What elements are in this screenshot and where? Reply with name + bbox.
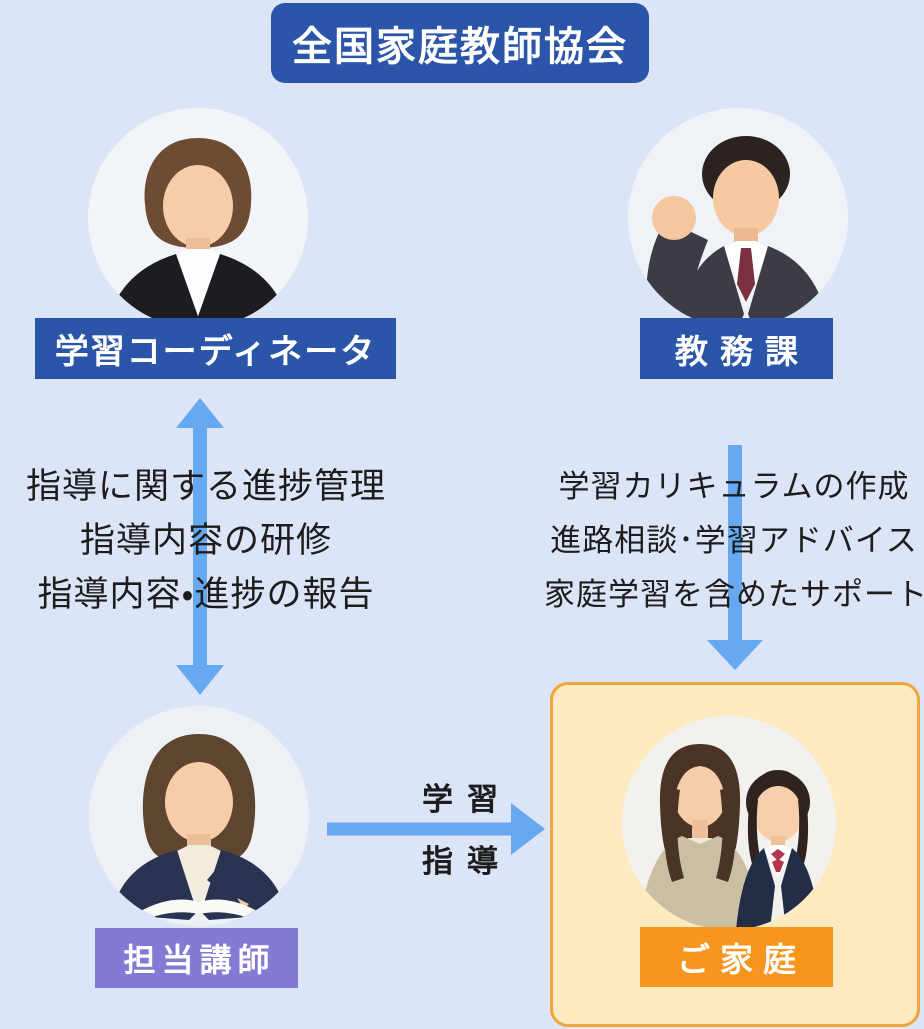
double-arrow-icon bbox=[176, 398, 224, 695]
note-line: 進路相談･学習アドバイス bbox=[550, 523, 918, 559]
note-line: 指導内容の研修 bbox=[79, 521, 332, 561]
businesswoman-illustration bbox=[88, 108, 308, 328]
family-photo bbox=[622, 716, 836, 930]
academic-affairs-label: 教務課 bbox=[640, 318, 833, 379]
businessman-illustration bbox=[628, 108, 848, 328]
coordinator-instructor-notes: 指導に関する進捗管理 指導内容の研修 指導内容・進捗の報告 bbox=[8, 460, 404, 622]
org-title-box: 全国家庭教師協会 bbox=[271, 3, 649, 83]
academic-affairs-photo bbox=[628, 108, 848, 328]
female-teacher-illustration bbox=[89, 706, 309, 926]
academic-family-notes: 学習カリキュラムの作成 進路相談･学習アドバイス 家庭学習を含めたサポート bbox=[544, 460, 924, 622]
teaching-label-top: 学習 bbox=[422, 782, 512, 818]
coordinator-photo bbox=[88, 108, 308, 328]
coordinator-label: 学習コーディネータ bbox=[35, 318, 396, 379]
note-line: 学習カリキュラムの作成 bbox=[558, 469, 910, 505]
instructor-photo bbox=[89, 706, 309, 926]
teaching-label-bottom: 指導 bbox=[422, 844, 512, 880]
instructor-label: 担当講師 bbox=[95, 928, 298, 988]
note-line: 指導内容・進捗の報告 bbox=[37, 575, 375, 615]
right-arrow-icon bbox=[327, 803, 545, 855]
down-arrow-icon bbox=[707, 445, 763, 670]
note-line: 指導に関する進捗管理 bbox=[25, 467, 386, 507]
mother-and-daughter-illustration bbox=[622, 716, 836, 930]
note-line: 家庭学習を含めたサポート bbox=[544, 577, 924, 613]
family-label: ご家庭 bbox=[640, 927, 833, 987]
org-title: 全国家庭教師協会 bbox=[292, 24, 628, 70]
